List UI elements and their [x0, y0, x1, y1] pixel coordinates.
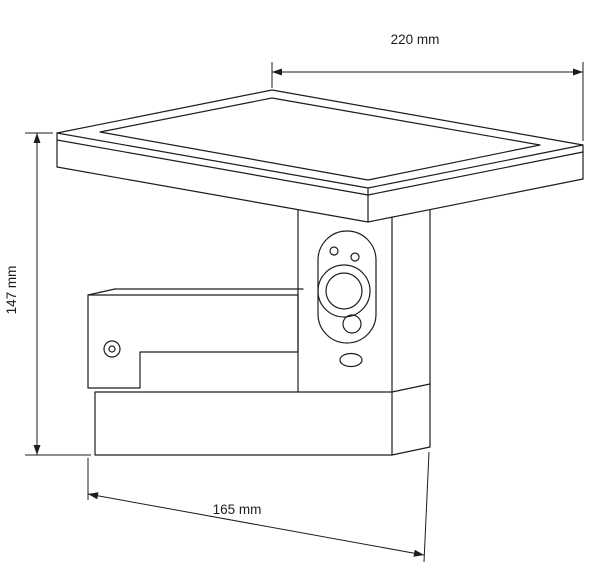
width-arrow-right: [573, 68, 583, 76]
pir-lens-inner: [325, 272, 363, 310]
depth-arrow-right: [413, 549, 424, 557]
height-arrow-bottom: [33, 445, 41, 455]
bracket-front-face: [87, 294, 299, 389]
screw-hole-outer: [103, 340, 121, 358]
width-arrow-left: [272, 68, 282, 76]
motion-sensor: [317, 230, 377, 368]
bracket-top-left-slant: [87, 288, 116, 296]
wall-bracket: [87, 288, 304, 389]
height-dimension-label: 147 mm: [4, 266, 19, 315]
lower-sensor-detail: [339, 352, 363, 368]
sensor-button: [342, 314, 362, 334]
indicator-led-right: [350, 252, 360, 262]
panel-bottom-silhouette: [56, 166, 584, 223]
depth-extension-line-right: [423, 451, 430, 563]
panel-inner-border: [99, 97, 541, 181]
height-arrow-top: [33, 133, 41, 143]
base-front-face: [94, 391, 393, 456]
screw-hole-inner: [108, 345, 116, 353]
indicator-led-left: [329, 246, 339, 256]
base-top-right-slant: [391, 383, 431, 393]
depth-arrow-left: [88, 492, 99, 500]
dimension-depth: 165 mm: [87, 451, 430, 563]
solar-panel-head: [56, 89, 584, 223]
depth-dimension-line: [87, 493, 425, 556]
depth-dimension-label: 165 mm: [213, 502, 262, 517]
dimension-width: 220 mm: [271, 32, 584, 141]
dimension-height: 147 mm: [4, 132, 91, 456]
panel-rim-line: [56, 139, 584, 196]
base-housing: [94, 383, 431, 456]
mounting-post: [297, 209, 431, 448]
width-dimension-label: 220 mm: [391, 32, 440, 47]
pir-lens-outer: [317, 264, 371, 318]
base-bottom-right-slant: [391, 446, 431, 456]
